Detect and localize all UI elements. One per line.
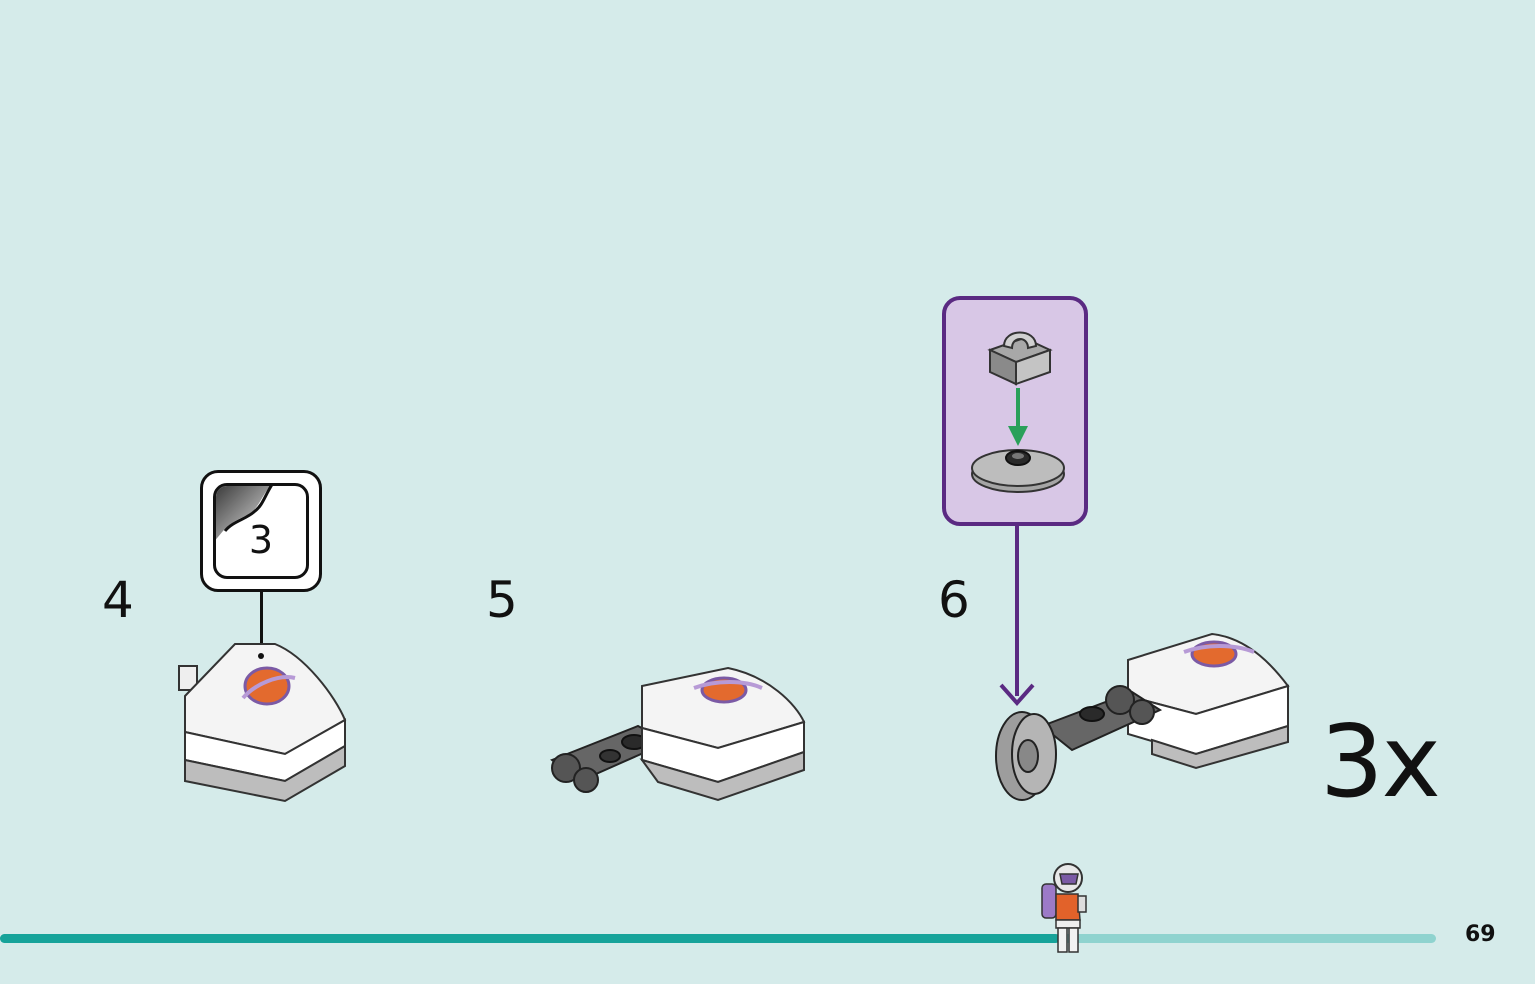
step-number-6: 6 <box>938 571 970 629</box>
sticker-callout: 3 <box>200 470 322 592</box>
step-4-model <box>178 643 347 803</box>
sticker-number: 3 <box>248 518 274 562</box>
connector-arrowhead <box>999 683 1035 707</box>
sub-build-parts <box>971 331 1065 493</box>
build-multiplier: 3x <box>1320 703 1441 820</box>
sticker-leader-line <box>260 592 263 654</box>
step-number-4: 4 <box>102 571 134 629</box>
step-5-model <box>550 666 806 802</box>
callout-connector <box>1015 526 1019 696</box>
sub-build-callout <box>942 296 1088 526</box>
page-number: 69 <box>1465 922 1496 947</box>
sticker-icon: 3 <box>213 483 309 579</box>
progress-fill <box>0 934 1060 943</box>
step-6-model <box>995 632 1290 801</box>
astronaut-minifigure-icon <box>1041 863 1087 953</box>
step-number-5: 5 <box>486 571 518 629</box>
